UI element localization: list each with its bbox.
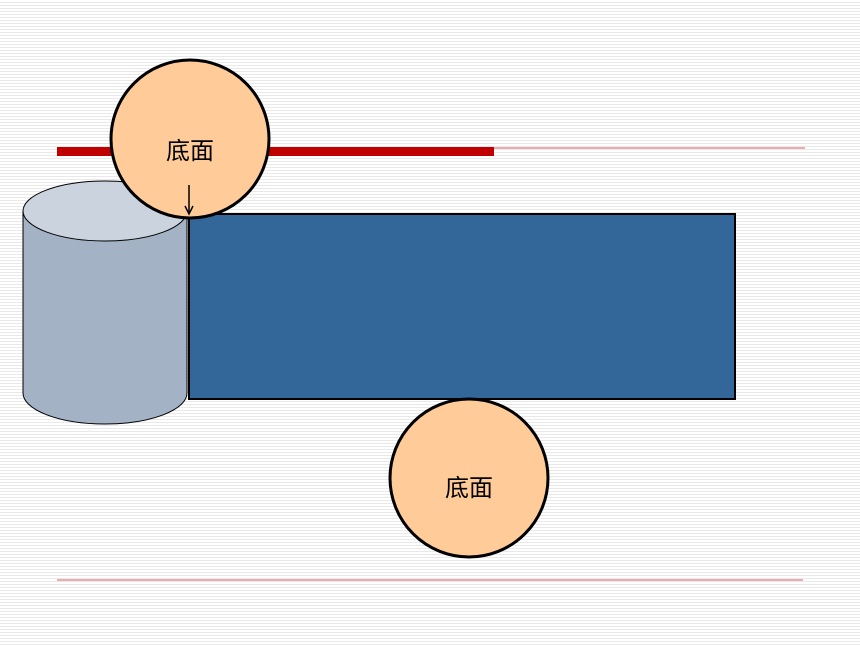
connector-arrow-head: [184, 205, 194, 216]
lateral-surface-rectangle: [188, 213, 736, 400]
bottom-base-circle: [388, 397, 550, 559]
top-circle-label: 底面: [166, 137, 214, 165]
cylinder-body: [22, 210, 188, 425]
top-base-circle: [109, 58, 271, 220]
cylinder-shape: [22, 180, 188, 425]
header-thick-red-bar: [57, 147, 494, 156]
bottom-circle-label: 底面: [445, 474, 493, 502]
connector-arrow: [184, 185, 194, 216]
